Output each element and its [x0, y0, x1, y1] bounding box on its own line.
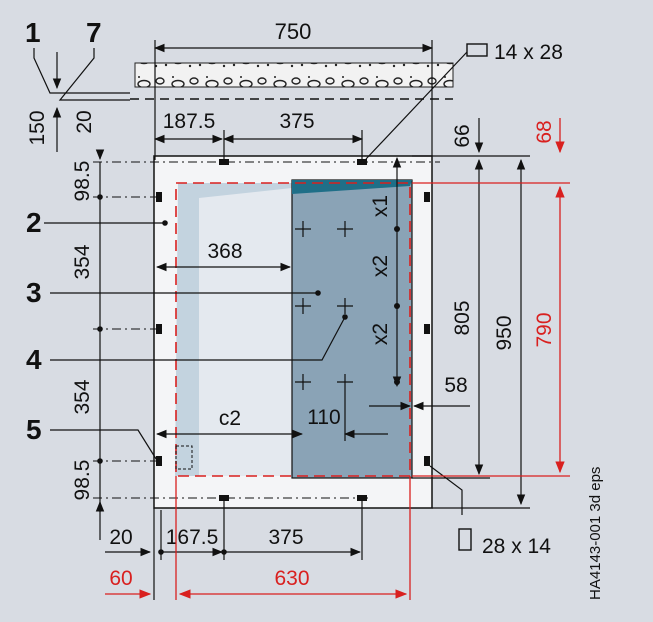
mounting-crosses [295, 221, 353, 390]
callout-lines [33, 48, 463, 515]
slot-label-bottom: 28 x 14 [482, 535, 551, 558]
dim-top-gap: 98.5 [71, 161, 94, 202]
dim-x1: x1 [369, 195, 392, 217]
slot-label-top: 14 x 28 [494, 41, 563, 64]
dim-side-58: 58 [444, 374, 467, 397]
callout-1: 1 [25, 17, 41, 48]
dim-anchor-spacing-top: 375 [279, 110, 314, 133]
dim-opening-368: 368 [207, 240, 242, 263]
concrete-slab [130, 62, 454, 100]
dim-left-anchor-top: 187.5 [163, 110, 216, 133]
dim-red-630: 630 [274, 567, 309, 590]
dim-inner-height-805: 805 [451, 300, 474, 335]
dim-upper-span: 354 [71, 244, 94, 279]
drawing-code: HA4143-001 3d eps [587, 467, 604, 600]
dim-lower-span: 354 [71, 379, 94, 414]
dim-width-750: 750 [275, 19, 312, 44]
dim-anchor-spacing-bottom: 375 [268, 526, 303, 549]
right-dimensions [412, 118, 530, 509]
dim-red-790: 790 [533, 312, 556, 347]
cutout-area [175, 179, 413, 479]
dim-outer-height-950: 950 [493, 315, 516, 350]
dim-offset-20-bottom: 20 [109, 526, 132, 549]
dim-offset-20-left: 20 [73, 110, 96, 133]
dim-top-offset-66: 66 [451, 124, 474, 147]
dim-bottom-gap: 98.5 [71, 460, 94, 501]
slot-icon-horizontal [466, 43, 488, 57]
callout-3: 3 [26, 277, 42, 308]
dim-red-60: 60 [109, 567, 132, 590]
dim-left-anchor-bottom: 167.5 [166, 526, 219, 549]
dim-red-68: 68 [533, 120, 556, 143]
inner-dimensions [155, 156, 470, 441]
red-right-dimensions [412, 118, 570, 477]
left-dimensions [52, 52, 105, 540]
center-lines [93, 161, 440, 499]
dim-x2-upper: x2 [369, 255, 392, 277]
red-bottom-dimensions [105, 476, 411, 600]
callout-7: 7 [86, 17, 102, 48]
callout-5: 5 [26, 414, 42, 445]
dim-slab-150: 150 [26, 110, 49, 145]
bottom-dimensions [105, 500, 363, 600]
callout-2: 2 [26, 207, 42, 238]
slot-icon-vertical [458, 528, 472, 551]
callout-4: 4 [26, 344, 42, 375]
dim-c2: c2 [219, 407, 241, 430]
top-dimensions [153, 40, 468, 160]
dim-grid-110: 110 [307, 406, 340, 429]
dim-x2-lower: x2 [369, 323, 392, 345]
